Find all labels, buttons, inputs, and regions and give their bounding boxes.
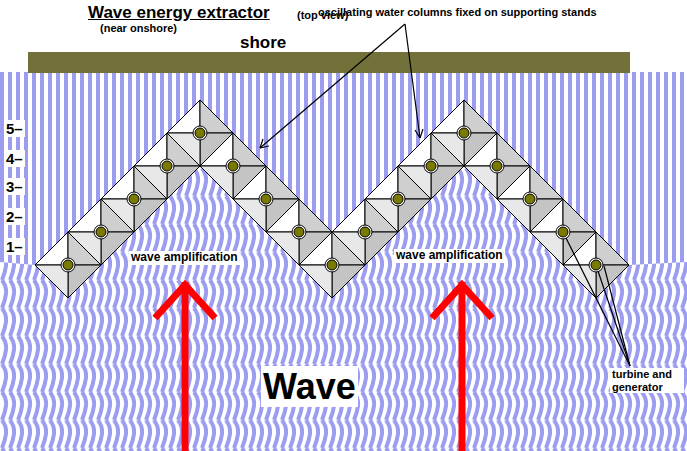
turbine-generator [525,194,535,204]
turbine-generator [228,161,238,171]
turbine-generator [426,161,436,171]
turbine-ring [61,258,75,272]
turbine-generator [162,161,172,171]
arrow-head [415,129,423,138]
turbine-generator [492,161,502,171]
turbine-generator [294,227,304,237]
turbine-generator [261,194,271,204]
turbine-ring [259,192,273,206]
turbine-ring [424,159,438,173]
turbine-ring [589,258,603,272]
scale-number: 3– [4,178,25,195]
leader-line [566,238,630,366]
red-arrow-head [432,285,492,318]
wave-direction-arrows [155,282,492,451]
red-arrow-shaft [459,282,466,451]
oscillating-water-columns [35,100,629,298]
callout-arrows [260,24,630,366]
turbine-generator [327,260,337,270]
turbine-generator [129,194,139,204]
callout-text: turbine and generator [610,368,684,393]
turbine-ring [490,159,504,173]
turbine-ring [94,225,108,239]
diagram-title: Wave energy extractor [88,3,270,23]
turbine-ring [457,126,471,140]
turbine-generator [195,128,205,138]
turbine-ring [325,258,339,272]
turbine-ring [391,192,405,206]
turbine-ring [556,225,570,239]
turbine-generator [393,194,403,204]
red-arrow-shaft [182,282,189,451]
calm-water-stripes [0,72,687,451]
turbine-ring [226,159,240,173]
turbine-generator [96,227,106,237]
scale-number: 5– [4,120,25,137]
scale-number: 1– [4,238,25,255]
scale-number: 2– [4,208,25,225]
turbine-ring [523,192,537,206]
wave-stripes [0,166,687,451]
turbine-ring [160,159,174,173]
wave-region [0,166,687,451]
scale-number: 4– [4,150,25,167]
region-label: wave amplification [394,249,505,263]
water [0,72,687,451]
arrow-head [260,139,269,148]
callout-text: oscillating water columns fixed on suppo… [318,6,597,19]
turbine-ring [358,225,372,239]
leader-line [598,271,630,366]
turbine-generator [459,128,469,138]
shore-band [28,52,630,73]
turbine-generator [360,227,370,237]
turbine-generator [63,260,73,270]
turbine-ring [127,192,141,206]
region-label: wave amplification [129,251,240,265]
leader-line [405,24,420,138]
shore-label: shore [240,33,286,53]
location-note: (near onshore) [100,22,177,35]
wave-label: Wave [261,366,358,407]
turbine-generator [591,260,601,270]
turbine-ring [292,225,306,239]
leader-line [604,266,630,366]
red-arrow-head [155,285,215,318]
turbine-generator [558,227,568,237]
turbine-ring [193,126,207,140]
